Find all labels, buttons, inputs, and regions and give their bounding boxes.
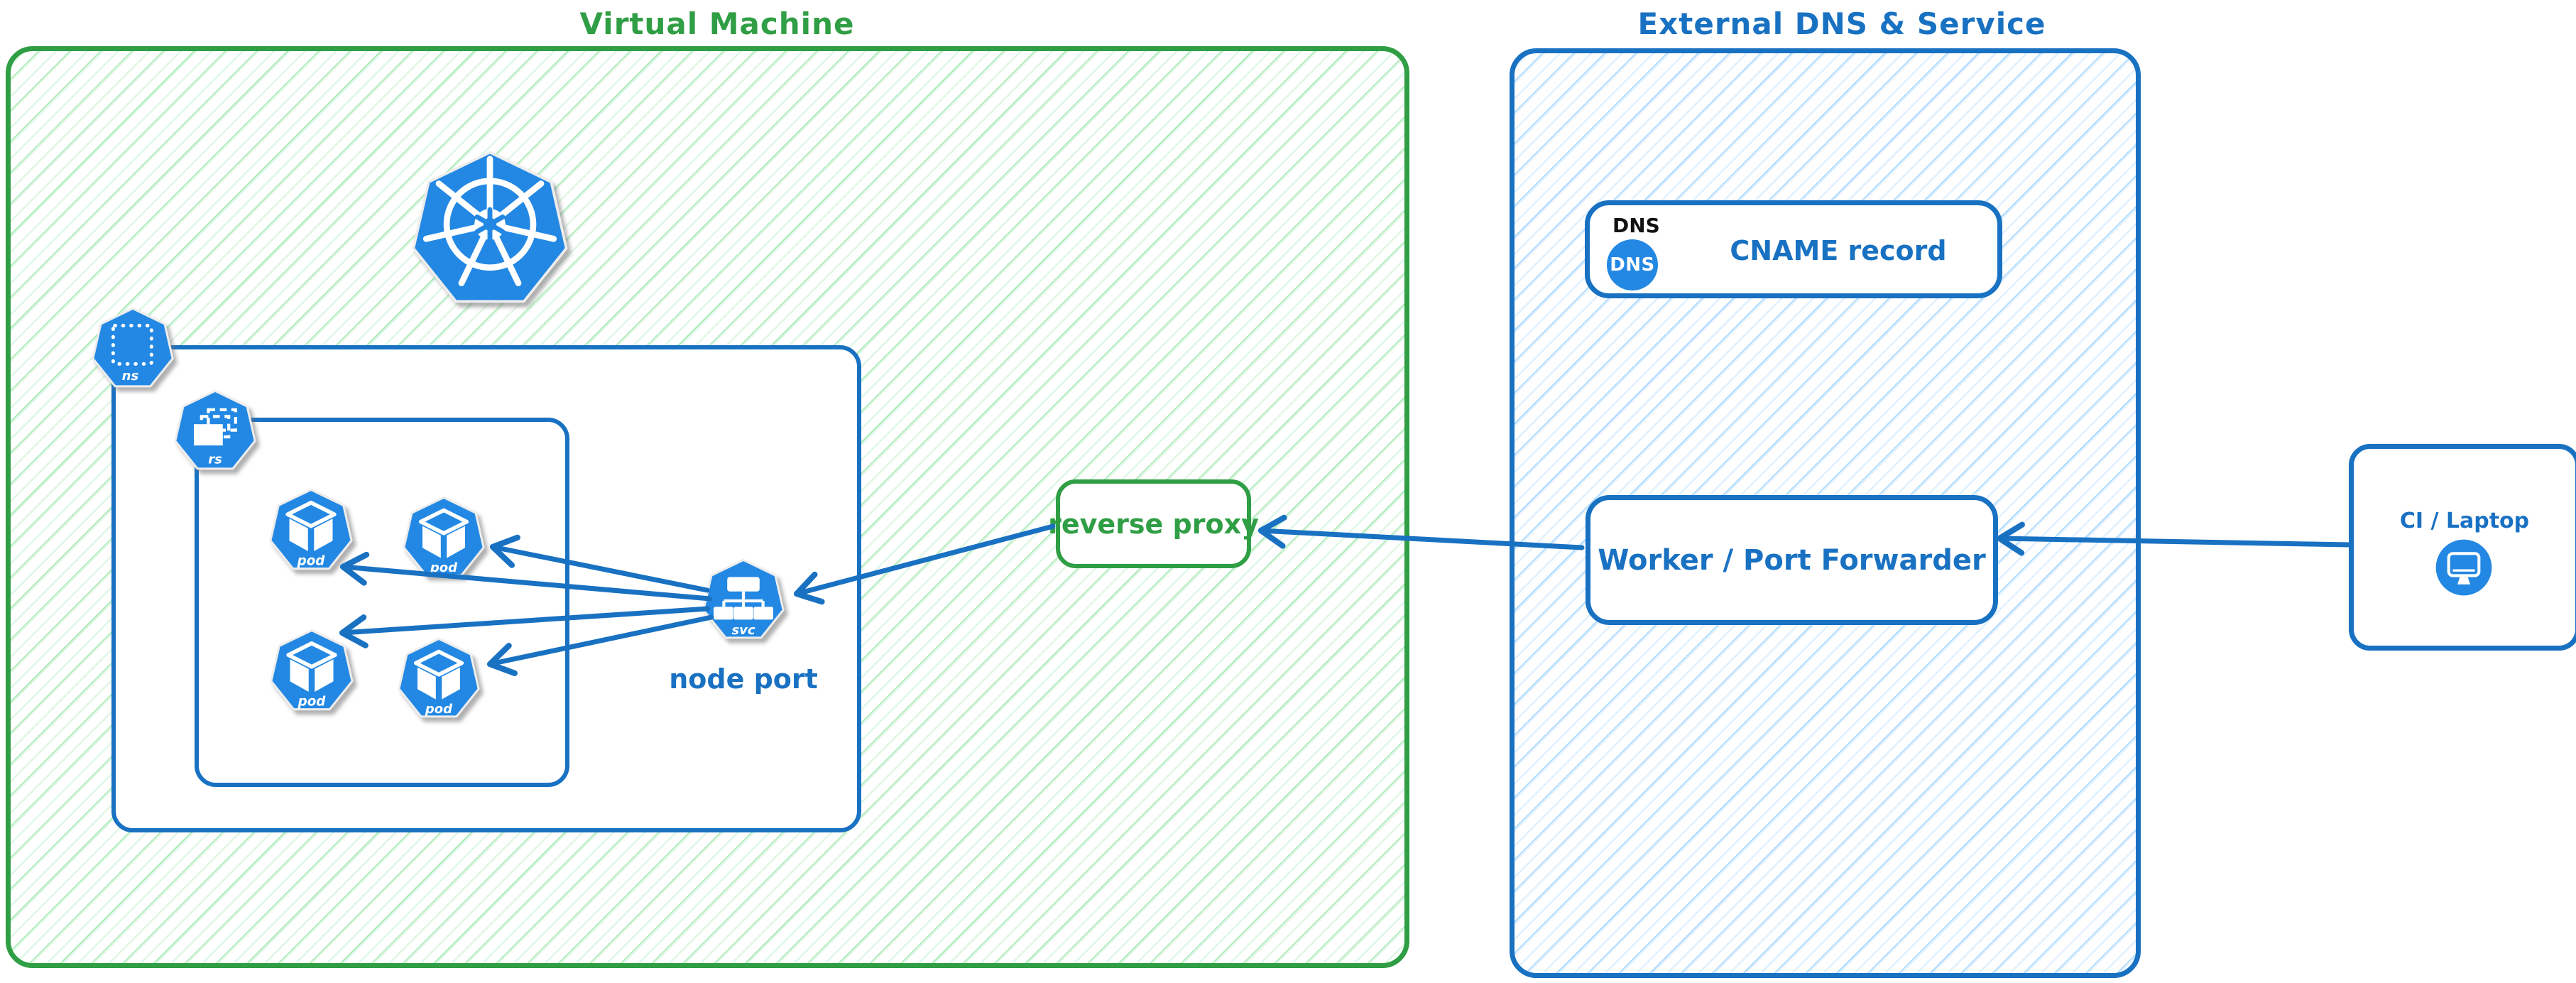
kubernetes-logo-icon	[412, 151, 568, 303]
cname-record-label: CNAME record	[1730, 235, 1947, 266]
monitor-icon	[2435, 539, 2492, 596]
service-icon-label: svc	[731, 623, 755, 638]
service-icon: svc	[702, 558, 785, 639]
pod-icon-label: pod	[297, 554, 326, 569]
replicaset-icon: rs	[174, 389, 256, 470]
reverse-proxy-box: reverse proxy	[1048, 479, 1259, 568]
worker-port-forwarder-box: Worker / Port Forwarder	[1586, 495, 1998, 625]
worker-port-forwarder-label: Worker / Port Forwarder	[1598, 543, 1986, 577]
dns-record-box: DNS DNS CNAME record	[1585, 200, 2002, 298]
pod-icon: pod	[403, 496, 485, 577]
dns-badge: DNS	[1607, 239, 1658, 290]
reverse-proxy-label: reverse proxy	[1048, 508, 1259, 540]
pod-icon: pod	[269, 488, 353, 570]
node-port-label: node port	[669, 663, 818, 695]
pod-icon-label: pod	[298, 695, 327, 710]
pod-icon-label: pod	[425, 702, 453, 717]
pod-icon: pod	[270, 629, 354, 711]
external-dns-title: External DNS & Service	[1637, 6, 2046, 41]
namespace-icon-label: ns	[122, 369, 139, 384]
pod-icon-label: pod	[430, 560, 458, 575]
virtual-machine-title: Virtual Machine	[579, 6, 855, 41]
ci-laptop-box: CI / Laptop	[2349, 444, 2576, 651]
dns-header-label: DNS	[1612, 214, 1660, 237]
ci-laptop-label: CI / Laptop	[2399, 509, 2530, 533]
namespace-icon: ns	[92, 307, 174, 388]
replicaset-box	[195, 418, 569, 787]
pod-icon: pod	[398, 637, 480, 718]
replicaset-icon-label: rs	[208, 452, 222, 467]
